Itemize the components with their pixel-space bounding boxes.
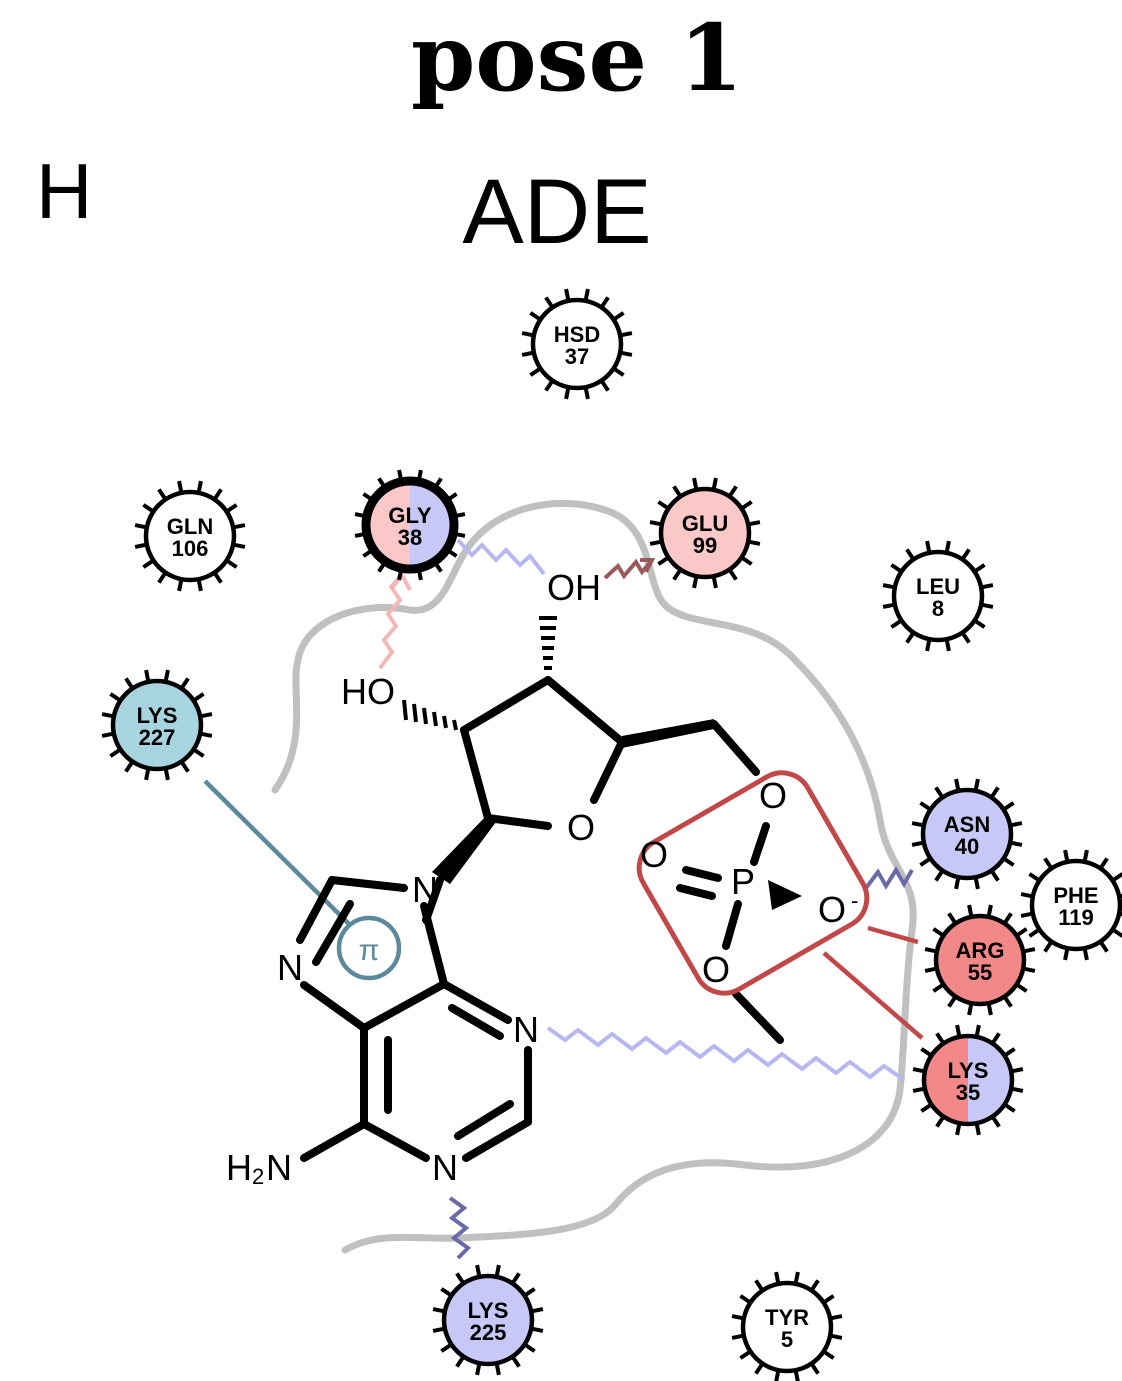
atom-o-minus: O [818,889,846,930]
residue-name: LYS [137,703,178,728]
pi-ring [336,915,402,981]
residue-name: LYS [468,1298,509,1323]
residue-number: 38 [398,525,422,550]
residue-number: 225 [470,1320,507,1345]
atom-ho-left: HO [341,671,395,712]
page-title: pose 1 [411,4,743,112]
atom-labels: OH HO O O O P O - O N N N N H 2 N [226,567,858,1189]
salt-bridge-lys35 [822,951,924,1040]
atom-o-left: O [640,834,668,875]
residue-number: 35 [956,1080,980,1105]
interaction-lines [203,538,924,1260]
hbond-lys35-n1 [546,1026,906,1082]
residue-name: LYS [948,1058,989,1083]
atom-o-bottom: O [702,949,730,990]
pi-symbol: π [359,934,380,967]
residue-number: 40 [955,834,979,859]
atom-o-top: O [759,775,787,816]
hbond-gly38-ho [378,573,404,670]
residue-name: GLY [388,503,432,528]
residue-number: 227 [139,725,176,750]
residue-name: HSD [554,322,600,347]
atom-ring-o: O [567,807,595,848]
residue-number: 99 [693,533,717,558]
residue-number: 8 [932,596,944,621]
hbond-lys225-n3 [448,1196,472,1260]
salt-bridge-arg55 [867,925,919,945]
corner-letter: H [36,147,92,235]
residue-number: 119 [1058,905,1094,930]
atom-n3: N [432,1147,458,1188]
residue-name: ARG [956,938,1005,963]
residue-number: 55 [968,960,992,985]
atom-minus-sign: - [851,888,858,913]
residue-name: LEU [916,574,960,599]
atom-nh2-subscript: 2 [252,1164,264,1189]
atom-n9: N [412,869,438,910]
atom-oh-top: OH [547,567,601,608]
residues: HSD37GLN106GLY38GLU99LEU8LYS227ASN40PHE1… [101,288,1122,1381]
hbond-glu99 [603,558,654,580]
residue-name: TYR [765,1305,809,1330]
hbond-gly38-oh [456,538,546,576]
residue-name: ASN [944,812,990,837]
atom-nh2-h: H [226,1147,252,1188]
ligand-name: ADE [462,161,651,263]
residue-number: 5 [781,1327,793,1352]
residue-name: PHE [1053,883,1098,908]
cation-pi-line [203,779,354,929]
ligand-stereo [402,616,802,910]
salt-bridge-box [636,770,870,996]
hbond-asn40 [864,866,914,890]
residue-name: GLN [167,514,213,539]
atom-n1: N [513,1009,539,1050]
atom-nh2-n: N [266,1147,292,1188]
residue-name: GLU [682,511,728,536]
atom-p: P [731,861,755,902]
residue-number: 37 [565,344,589,369]
pocket-outline [271,499,917,1254]
residue-number: 106 [172,536,209,561]
ligand-bonds [296,676,784,1162]
atom-n7: N [277,947,303,988]
